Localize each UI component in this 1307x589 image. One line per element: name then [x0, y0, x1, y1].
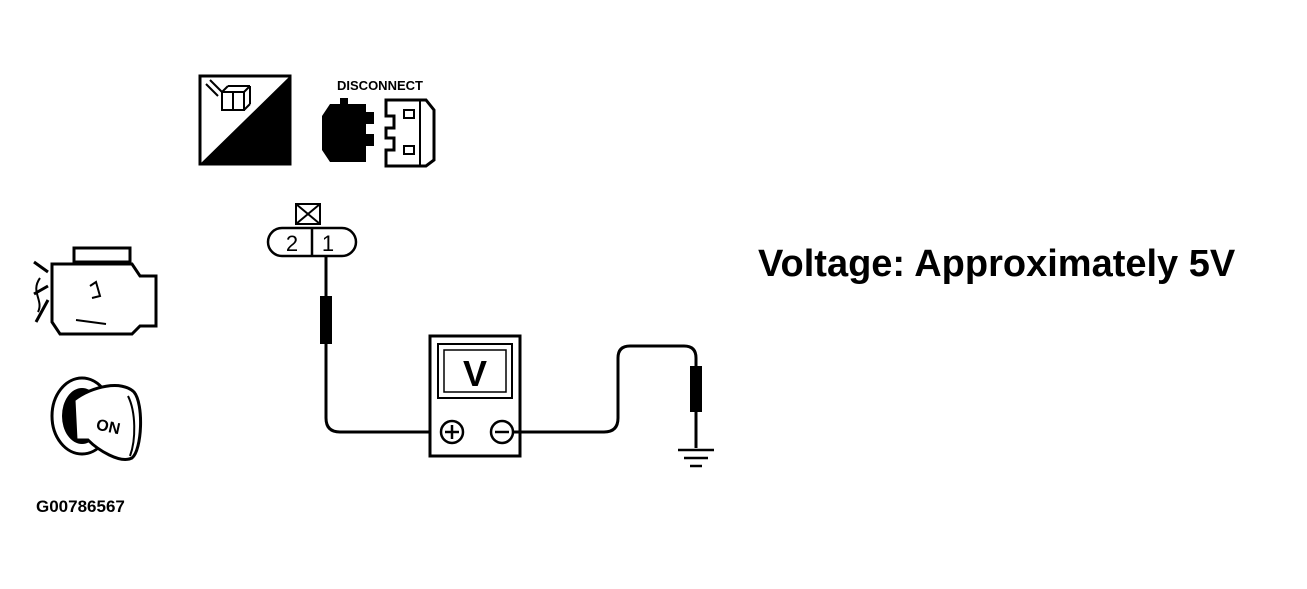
ignition-key-icon: ON — [50, 376, 143, 461]
negative-terminal — [489, 419, 515, 445]
positive-terminal — [439, 419, 465, 445]
ts-label: T.S. — [243, 138, 281, 163]
figure-id: G00786567 — [36, 497, 125, 516]
ground-icon — [678, 448, 714, 468]
voltmeter-symbol: V — [463, 353, 487, 394]
connector: 2 1 — [266, 203, 358, 258]
ignition-on-label: ON — [95, 417, 122, 439]
connector-pin-1: 1 — [322, 231, 334, 256]
disconnect-label: DISCONNECT — [337, 78, 423, 93]
disconnect-icon: DISCONNECT — [322, 78, 436, 168]
connector-pin-2: 2 — [286, 231, 298, 256]
voltage-result: Voltage: Approximately 5V — [758, 243, 1236, 285]
voltmeter: V — [428, 334, 522, 458]
positive-lead — [320, 256, 436, 434]
engine-icon — [33, 246, 158, 336]
negative-lead — [513, 344, 702, 448]
ts-icon: T.S. — [198, 74, 292, 166]
